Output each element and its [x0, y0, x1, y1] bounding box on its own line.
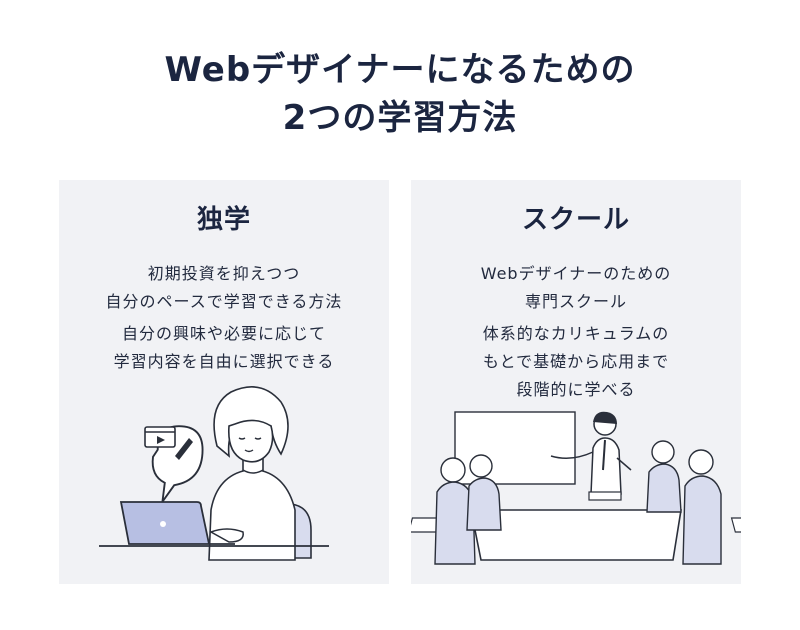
self-study-point-2-line-1: 自分の興味や必要に応じて: [121, 324, 326, 343]
attendee-left-1-head: [440, 457, 466, 483]
self-study-point-2: 自分の興味や必要に応じて 学習内容を自由に選択できる: [59, 320, 389, 376]
self-study-point-2-line-2: 学習内容を自由に選択できる: [113, 352, 335, 371]
presenter-legs: [588, 491, 622, 501]
school-point-2-line-1: 体系的なカリキュラムの: [482, 324, 670, 343]
school-point-2-line-3: 段階的に学べる: [516, 380, 636, 399]
title-line-1: Webデザイナーになるための: [164, 50, 636, 90]
card-title-school: スクール: [521, 205, 630, 235]
attendee-right-1-head: [651, 440, 675, 464]
presenter-tie: [602, 439, 606, 471]
person-hand: [209, 528, 244, 543]
presenter-hair: [593, 411, 617, 424]
presenter-body: [590, 437, 622, 495]
person-eyes: [238, 437, 262, 440]
laptop-logo: [160, 521, 166, 527]
title-line-2: 2つの学習方法: [282, 98, 518, 138]
school-point-1-line-1: Webデザイナーのための: [480, 264, 672, 283]
presenter-other-arm: [616, 457, 632, 471]
school-point-2: 体系的なカリキュラムの もとで基礎から応用まで 段階的に学べる: [411, 320, 741, 404]
school-point-2-line-2: もとで基礎から応用まで: [482, 352, 670, 371]
meeting-table: [470, 509, 682, 561]
play-icon: [157, 436, 165, 444]
attendee-right-1-body: [646, 463, 682, 513]
self-study-point-1-line-2: 自分のペースで学習できる方法: [105, 292, 343, 311]
attendee-left-2-head: [469, 454, 493, 478]
school-illustration: [411, 411, 741, 565]
presenter-arm: [550, 451, 594, 459]
attendee-left-2-body: [466, 477, 502, 531]
pen-icon: [175, 438, 193, 460]
self-study-point-1: 初期投資を抑えつつ 自分のペースで学習できる方法: [59, 260, 389, 316]
card-title-self-study: 独学: [196, 205, 251, 235]
attendee-right-2-head: [688, 449, 714, 475]
person-face: [227, 419, 274, 463]
person-mouth: [244, 449, 254, 453]
document-right: [730, 517, 741, 533]
school-point-1-line-2: 専門スクール: [524, 292, 627, 311]
page-title: Webデザイナーになるための 2つの学習方法: [0, 46, 800, 142]
card-self-study: 独学 初期投資を抑えつつ 自分のペースで学習できる方法 自分の興味や必要に応じて…: [59, 180, 389, 584]
card-school: スクール Webデザイナーのための 専門スクール 体系的なカリキュラムの もとで…: [411, 180, 741, 584]
self-study-illustration: [99, 386, 329, 561]
video-icon: [144, 426, 176, 448]
attendee-right-2-body: [682, 475, 722, 565]
self-study-point-1-line-1: 初期投資を抑えつつ: [147, 264, 301, 283]
school-point-1: Webデザイナーのための 専門スクール: [411, 260, 741, 316]
